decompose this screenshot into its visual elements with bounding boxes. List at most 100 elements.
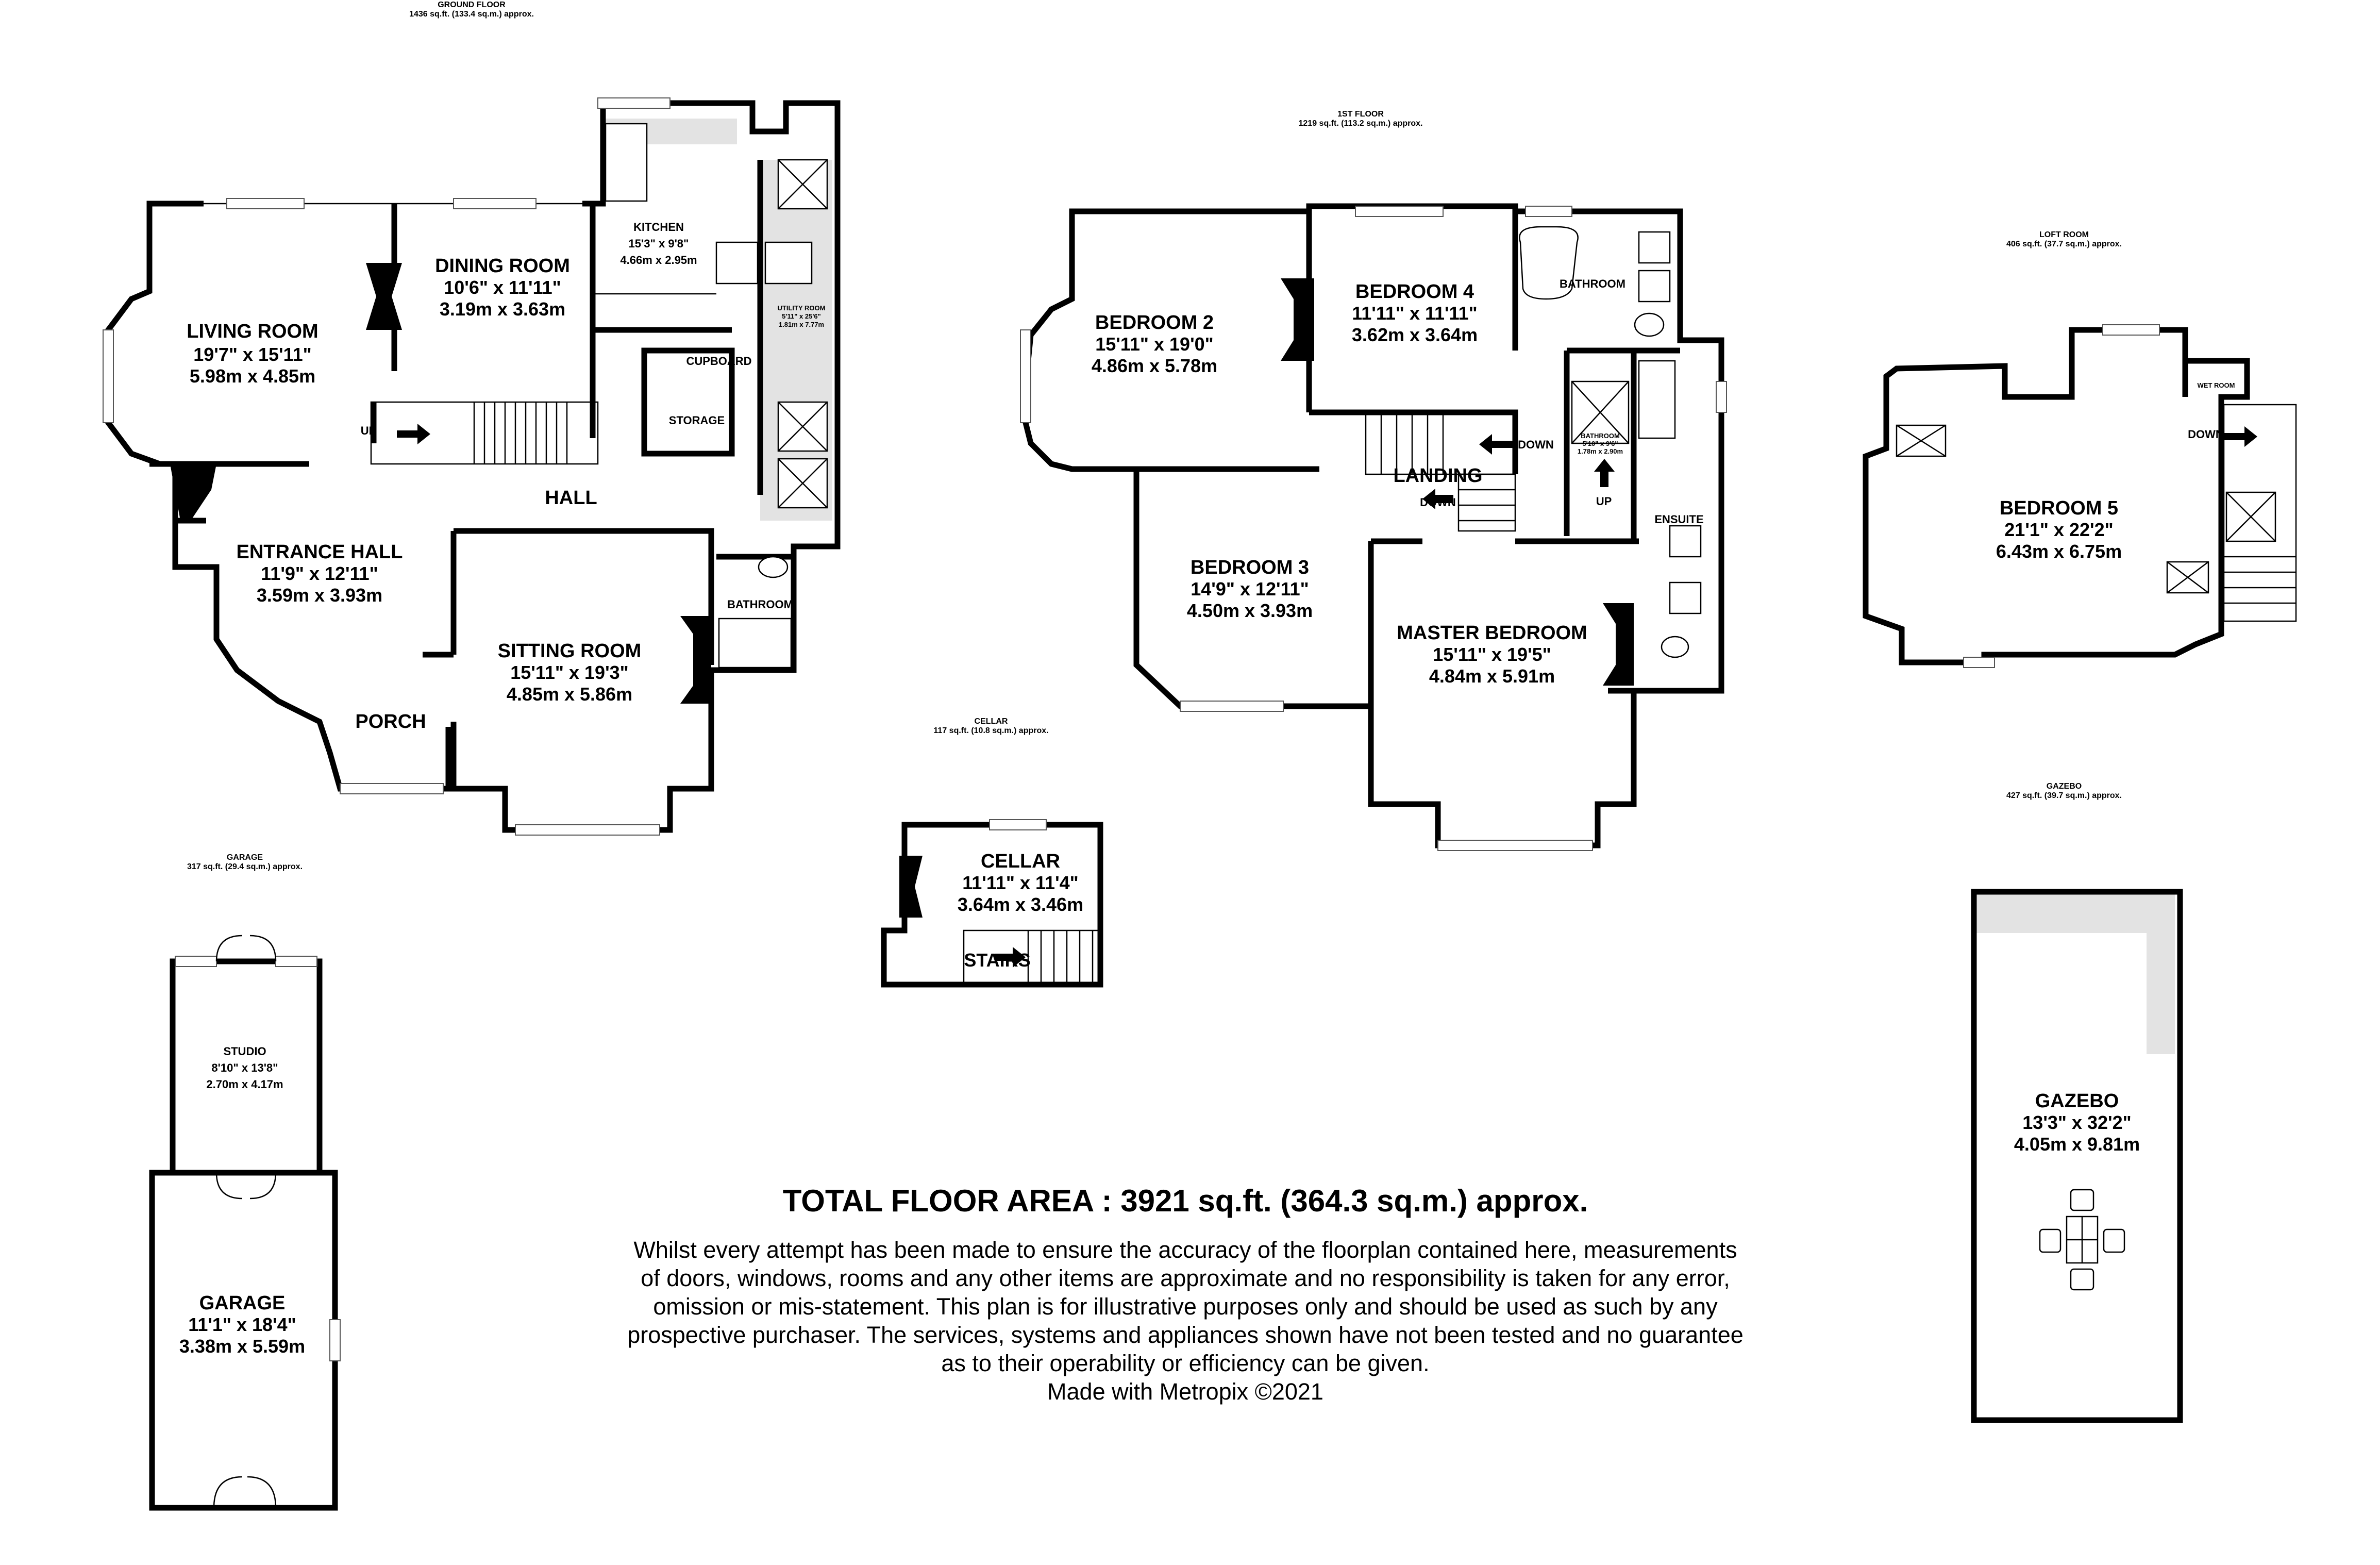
utility-room-name: UTILITY ROOM (778, 304, 826, 312)
master-bedroom-name: MASTER BEDROOM (1397, 622, 1587, 644)
loft-plan (1863, 324, 2297, 668)
disclaimer-line-2: of doors, windows, rooms and any other i… (641, 1265, 1730, 1291)
utility-room-imperial: 5'11" x 25'6" (782, 312, 821, 320)
garage-plan (149, 935, 341, 1511)
gazebo-plan (1971, 889, 2183, 1423)
first-up-label: UP (1596, 495, 1612, 508)
master-bedroom-metric: 4.84m x 5.91m (1429, 665, 1555, 687)
first-floor-plan (1020, 203, 1727, 851)
loft-outline (1863, 327, 2250, 665)
dining-room-imperial: 10'6" x 11'11" (444, 277, 561, 298)
footer: TOTAL FLOOR AREA : 3921 sq.ft. (364.3 sq… (627, 1184, 1744, 1405)
loft-title: LOFT ROOM (2039, 230, 2089, 239)
kitchen-name: KITCHEN (633, 221, 684, 234)
disclaimer-line-4: prospective purchaser. The services, sys… (627, 1322, 1744, 1348)
ground-floor-area: 1436 sq.ft. (133.4 sq.m.) approx. (409, 10, 534, 19)
first-bathroom-label: BATHROOM (1560, 277, 1625, 290)
small-bathroom-name: BATHROOM (1581, 432, 1620, 440)
garage-labels: STUDIO 8'10" x 13'8" 2.70m x 4.17m GARAG… (179, 1045, 305, 1357)
bedroom-3: BEDROOM 3 14'9" x 12'11" 4.50m x 3.93m (1187, 557, 1313, 621)
sitting-room-name: SITTING ROOM (498, 640, 642, 662)
bedroom-5-metric: 6.43m x 6.75m (1996, 541, 2122, 562)
gazebo-metric: 4.05m x 9.81m (2014, 1134, 2140, 1155)
cellar-name: CELLAR (981, 851, 1060, 872)
disclaimer-line-5: as to their operability or efficiency ca… (941, 1350, 1429, 1376)
studio-metric: 2.70m x 4.17m (206, 1078, 283, 1091)
loft-labels: BEDROOM 5 21'1" x 22'2" 6.43m x 6.75m WE… (1996, 381, 2235, 562)
living-room-name: LIVING ROOM (187, 321, 318, 342)
loft-down-label: DOWN (2188, 428, 2224, 441)
cellar-room: CELLAR 11'11" x 11'4" 3.64m x 3.46m (958, 851, 1083, 915)
cellar-area: 117 sq.ft. (10.8 sq.m.) approx. (933, 726, 1048, 735)
ground-floor-outline (105, 100, 841, 833)
bedroom-3-imperial: 14'9" x 12'11" (1191, 578, 1309, 600)
bedroom-2-metric: 4.86m x 5.78m (1092, 355, 1217, 376)
cellar-outline (881, 822, 1103, 988)
utility-room-metric: 1.81m x 7.77m (779, 321, 824, 328)
bedroom-5-imperial: 21'1" x 22'2" (2004, 519, 2113, 540)
first-floor-title: 1ST FLOOR (1337, 110, 1384, 119)
garage: GARAGE 11'1" x 18'4" 3.38m x 5.59m (179, 1292, 305, 1357)
ground-floor-labels: LIVING ROOM 19'7" x 15'11" 5.98m x 4.85m… (187, 221, 825, 732)
garage-area: 317 sq.ft. (29.4 sq.m.) approx. (187, 862, 303, 871)
bedroom-2-name: BEDROOM 2 (1095, 312, 1214, 334)
table-and-chairs (2039, 1189, 2125, 1291)
first-down-label-1: DOWN (1518, 438, 1554, 451)
hall-label: HALL (545, 487, 597, 509)
garage-imperial: 11'1" x 18'4" (188, 1314, 296, 1335)
dining-room: DINING ROOM 10'6" x 11'11" 3.19m x 3.63m (435, 255, 570, 320)
bedroom-4-imperial: 11'11" x 11'11" (1352, 303, 1478, 324)
kitchen: KITCHEN 15'3" x 9'8" 4.66m x 2.95m (620, 221, 697, 267)
disclaimer-line-3: omission or mis-statement. This plan is … (653, 1293, 1718, 1320)
sitting-room-imperial: 15'11" x 19'3" (510, 662, 628, 683)
first-floor-header: 1ST FLOOR 1219 sq.ft. (113.2 sq.m.) appr… (1299, 110, 1423, 128)
bedroom-4: BEDROOM 4 11'11" x 11'11" 3.62m x 3.64m (1352, 281, 1478, 345)
living-room-metric: 5.98m x 4.85m (190, 365, 315, 387)
garage-outline (149, 1170, 338, 1511)
small-bathroom: BATHROOM 5'10" x 9'6" 1.78m x 2.90m (1578, 432, 1623, 455)
garage-name: GARAGE (199, 1292, 286, 1314)
living-room: LIVING ROOM 19'7" x 15'11" 5.98m x 4.85m (187, 321, 318, 387)
bedroom-2: BEDROOM 2 15'11" x 19'0" 4.86m x 5.78m (1092, 312, 1217, 376)
small-bathroom-imperial: 5'10" x 9'6" (1582, 440, 1618, 447)
gazebo-name: GAZEBO (2035, 1090, 2119, 1112)
small-bathroom-metric: 1.78m x 2.90m (1578, 447, 1623, 455)
cellar-plan (881, 819, 1103, 988)
first-floor-area: 1219 sq.ft. (113.2 sq.m.) approx. (1299, 119, 1423, 128)
gazebo-labels: GAZEBO 13'3" x 32'2" 4.05m x 9.81m (2014, 1090, 2140, 1155)
bedroom-2-imperial: 15'11" x 19'0" (1095, 334, 1213, 355)
entrance-hall: ENTRANCE HALL 11'9" x 12'11" 3.59m x 3.9… (237, 541, 403, 606)
ground-floor-header: GROUND FLOOR 1436 sq.ft. (133.4 sq.m.) a… (409, 1, 534, 19)
bedroom-3-name: BEDROOM 3 (1191, 557, 1309, 578)
made-with-credit: Made with Metropix ©2021 (1047, 1378, 1323, 1405)
porch-label: PORCH (355, 711, 426, 732)
sitting-room: SITTING ROOM 15'11" x 19'3" 4.85m x 5.86… (498, 640, 642, 705)
studio-imperial: 8'10" x 13'8" (211, 1061, 278, 1074)
cellar-imperial: 11'11" x 11'4" (962, 872, 1078, 893)
gazebo-outline (1971, 889, 2183, 1423)
gazebo-imperial: 13'3" x 32'2" (2022, 1112, 2131, 1133)
loft-area: 406 sq.ft. (37.7 sq.m.) approx. (2006, 240, 2122, 248)
cellar-labels: CELLAR 11'11" x 11'4" 3.64m x 3.46m STAI… (958, 851, 1083, 971)
entrance-hall-imperial: 11'9" x 12'11" (261, 563, 378, 584)
dining-room-metric: 3.19m x 3.63m (440, 298, 565, 320)
studio: STUDIO 8'10" x 13'8" 2.70m x 4.17m (206, 1045, 283, 1091)
bedroom-4-name: BEDROOM 4 (1355, 281, 1474, 303)
loft-header: LOFT ROOM 406 sq.ft. (37.7 sq.m.) approx… (2006, 230, 2122, 248)
gazebo-header: GAZEBO 427 sq.ft. (39.7 sq.m.) approx. (2006, 782, 2122, 800)
storage-label: STORAGE (669, 414, 725, 427)
ensuite-label: ENSUITE (1654, 513, 1703, 526)
total-floor-area: TOTAL FLOOR AREA : 3921 sq.ft. (364.3 sq… (783, 1184, 1588, 1218)
kitchen-imperial: 15'3" x 9'8" (629, 237, 689, 250)
utility-room: UTILITY ROOM 5'11" x 25'6" 1.81m x 7.77m (778, 304, 826, 328)
studio-name: STUDIO (223, 1045, 266, 1058)
ground-stairs (370, 401, 599, 465)
dining-room-name: DINING ROOM (435, 255, 570, 277)
ground-up-label: UP (361, 424, 377, 437)
disclaimer-line-1: Whilst every attempt has been made to en… (633, 1237, 1737, 1263)
wet-room-label: WET ROOM (2198, 381, 2235, 389)
living-room-imperial: 19'7" x 15'11" (193, 344, 311, 365)
kitchen-metric: 4.66m x 2.95m (620, 254, 697, 267)
bedroom-3-metric: 4.50m x 3.93m (1187, 600, 1313, 621)
